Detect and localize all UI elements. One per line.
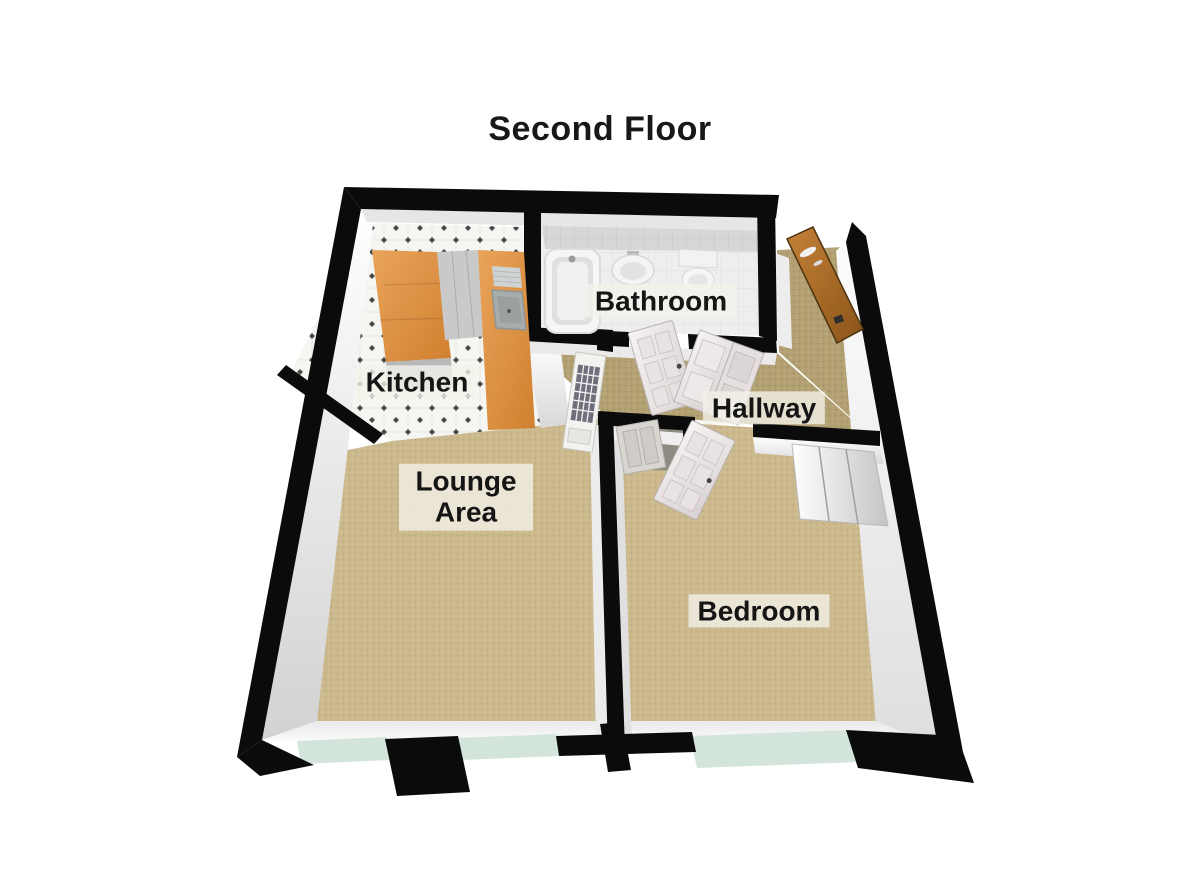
kitchen-bathroom-divider <box>524 196 541 330</box>
kitchen-sink <box>491 289 527 331</box>
bedroom-window <box>690 730 859 768</box>
page-title: Second Floor <box>488 110 712 148</box>
bedroom-door <box>653 420 735 520</box>
room-label-bathroom: Bathroom <box>585 284 737 318</box>
bottom-left-corner <box>237 740 314 776</box>
lounge-bedroom-divider <box>598 411 625 751</box>
built-in-closet <box>791 443 889 527</box>
room-label-lounge-area: Lounge Area <box>399 463 533 531</box>
left-wall-face <box>262 209 374 740</box>
room-label-kitchen: Kitchen <box>356 365 478 399</box>
glazed-door <box>561 351 607 453</box>
kitchen-cabinet <box>437 250 488 340</box>
lounge-window-1 <box>297 737 391 764</box>
kitchen-worktop-left <box>372 250 451 362</box>
right-wall-face <box>836 242 938 747</box>
right-wall <box>846 222 963 752</box>
left-wall <box>237 187 361 757</box>
windows <box>297 730 859 768</box>
entry-wall-face <box>775 253 792 349</box>
lounge-window-2 <box>457 734 561 760</box>
top-wall-face <box>361 209 776 231</box>
alcove-door <box>615 419 667 475</box>
walls <box>237 187 974 796</box>
kitchen-diagonal-wall <box>277 365 383 444</box>
closet-wall <box>753 423 880 446</box>
bottom-right-corner <box>846 730 974 783</box>
top-wall <box>344 187 779 218</box>
room-label-bedroom: Bedroom <box>688 594 830 628</box>
kitchen-hall-wall-face <box>524 341 570 428</box>
room-label-hallway: Hallway <box>702 391 826 425</box>
bottom-wall-pier <box>385 736 470 796</box>
divider-face-left <box>590 424 610 748</box>
wash-basin <box>611 251 655 286</box>
entry-wood-door <box>785 226 864 345</box>
doors <box>561 226 864 520</box>
bath-tap <box>568 255 576 263</box>
glazed-door-wall-cap <box>597 329 613 352</box>
bathroom-right-wall <box>757 198 777 341</box>
